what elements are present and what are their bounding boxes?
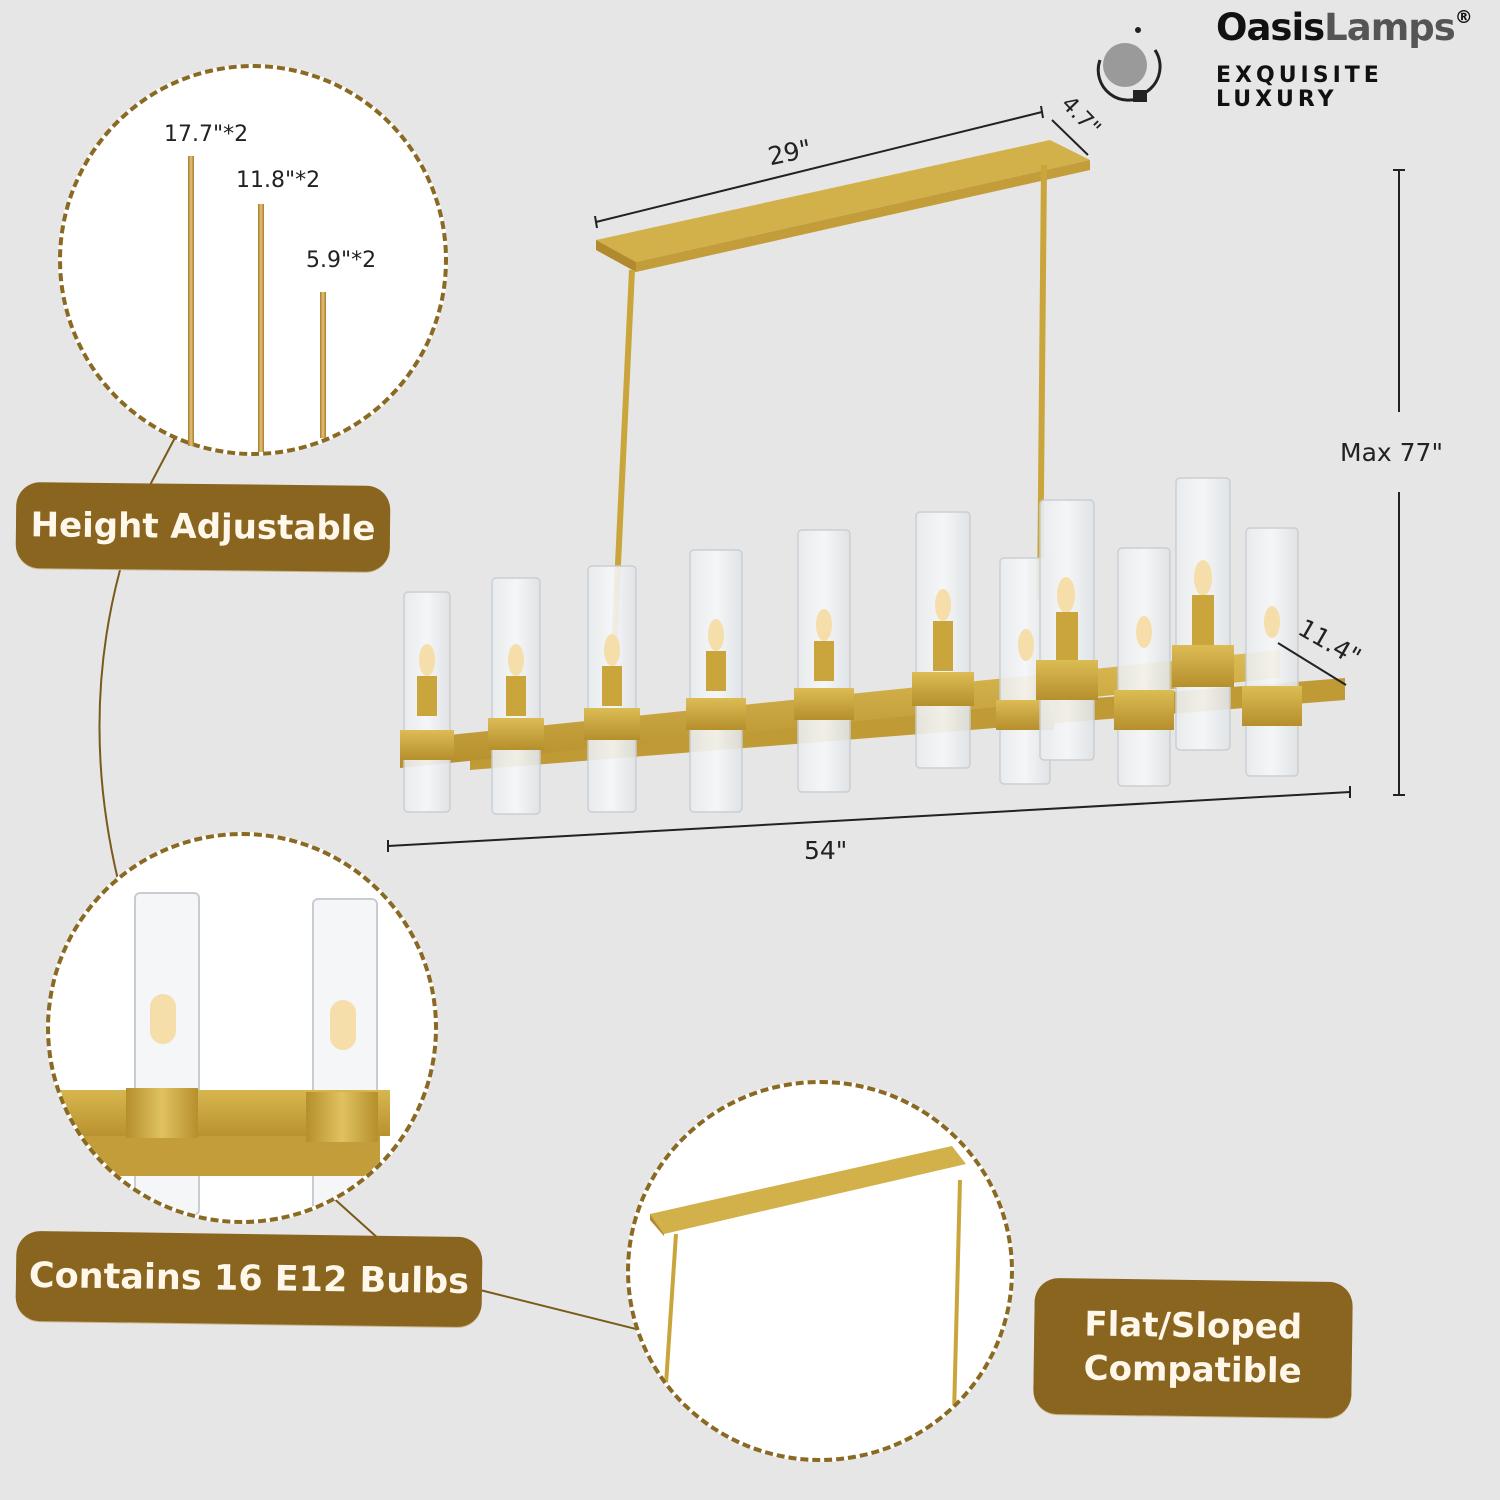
rod-label: 17.7"*2	[164, 122, 249, 147]
dimension-lines	[387, 105, 1405, 852]
bulb-count-badge: Contains 16 E12 Bulbs	[15, 1230, 483, 1328]
brand-name-light: Lamps	[1324, 6, 1456, 49]
badge-label: Contains 16 E12 Bulbs	[28, 1255, 470, 1303]
badge-label: Height Adjustable	[30, 505, 376, 549]
globe-swirl-icon	[1096, 27, 1162, 102]
rod	[258, 204, 264, 452]
rod	[188, 156, 194, 446]
height-adjustable-badge: Height Adjustable	[15, 482, 391, 572]
fixture-length-label: 54"	[804, 836, 848, 865]
brand-name-bold: Oasis	[1216, 6, 1325, 49]
tagline-line2: LUXURY	[1216, 87, 1338, 112]
ceiling-compatible-badge: Flat/Sloped Compatible	[1033, 1277, 1353, 1419]
brand-tagline: EXQUISITE LUXURY	[1216, 64, 1383, 112]
badge-label-line1: Flat/Sloped	[1084, 1304, 1303, 1348]
bulbs-callout-circle	[46, 832, 438, 1224]
rod-label: 11.8"*2	[236, 168, 321, 193]
tagline-line1: EXQUISITE	[1216, 63, 1383, 88]
gold-collar	[306, 1092, 378, 1142]
rod	[320, 292, 326, 438]
max-height-label: Max 77"	[1340, 438, 1443, 467]
glass-shades	[400, 477, 1302, 815]
brand-logo: OasisLamps®	[1216, 6, 1473, 49]
rod-label: 5.9"*2	[306, 248, 377, 273]
canopy-closeup	[650, 1146, 966, 1415]
rods-callout-circle: 17.7"*2 11.8"*2 5.9"*2	[58, 64, 448, 456]
canopy-callout-circle	[626, 1080, 1014, 1462]
gold-collar	[126, 1088, 198, 1138]
badge-label-line2: Compatible	[1083, 1348, 1302, 1392]
registered-mark: ®	[1454, 6, 1473, 28]
bulb	[150, 994, 176, 1044]
bulb	[330, 1000, 356, 1050]
gold-bar-back	[50, 1136, 380, 1176]
